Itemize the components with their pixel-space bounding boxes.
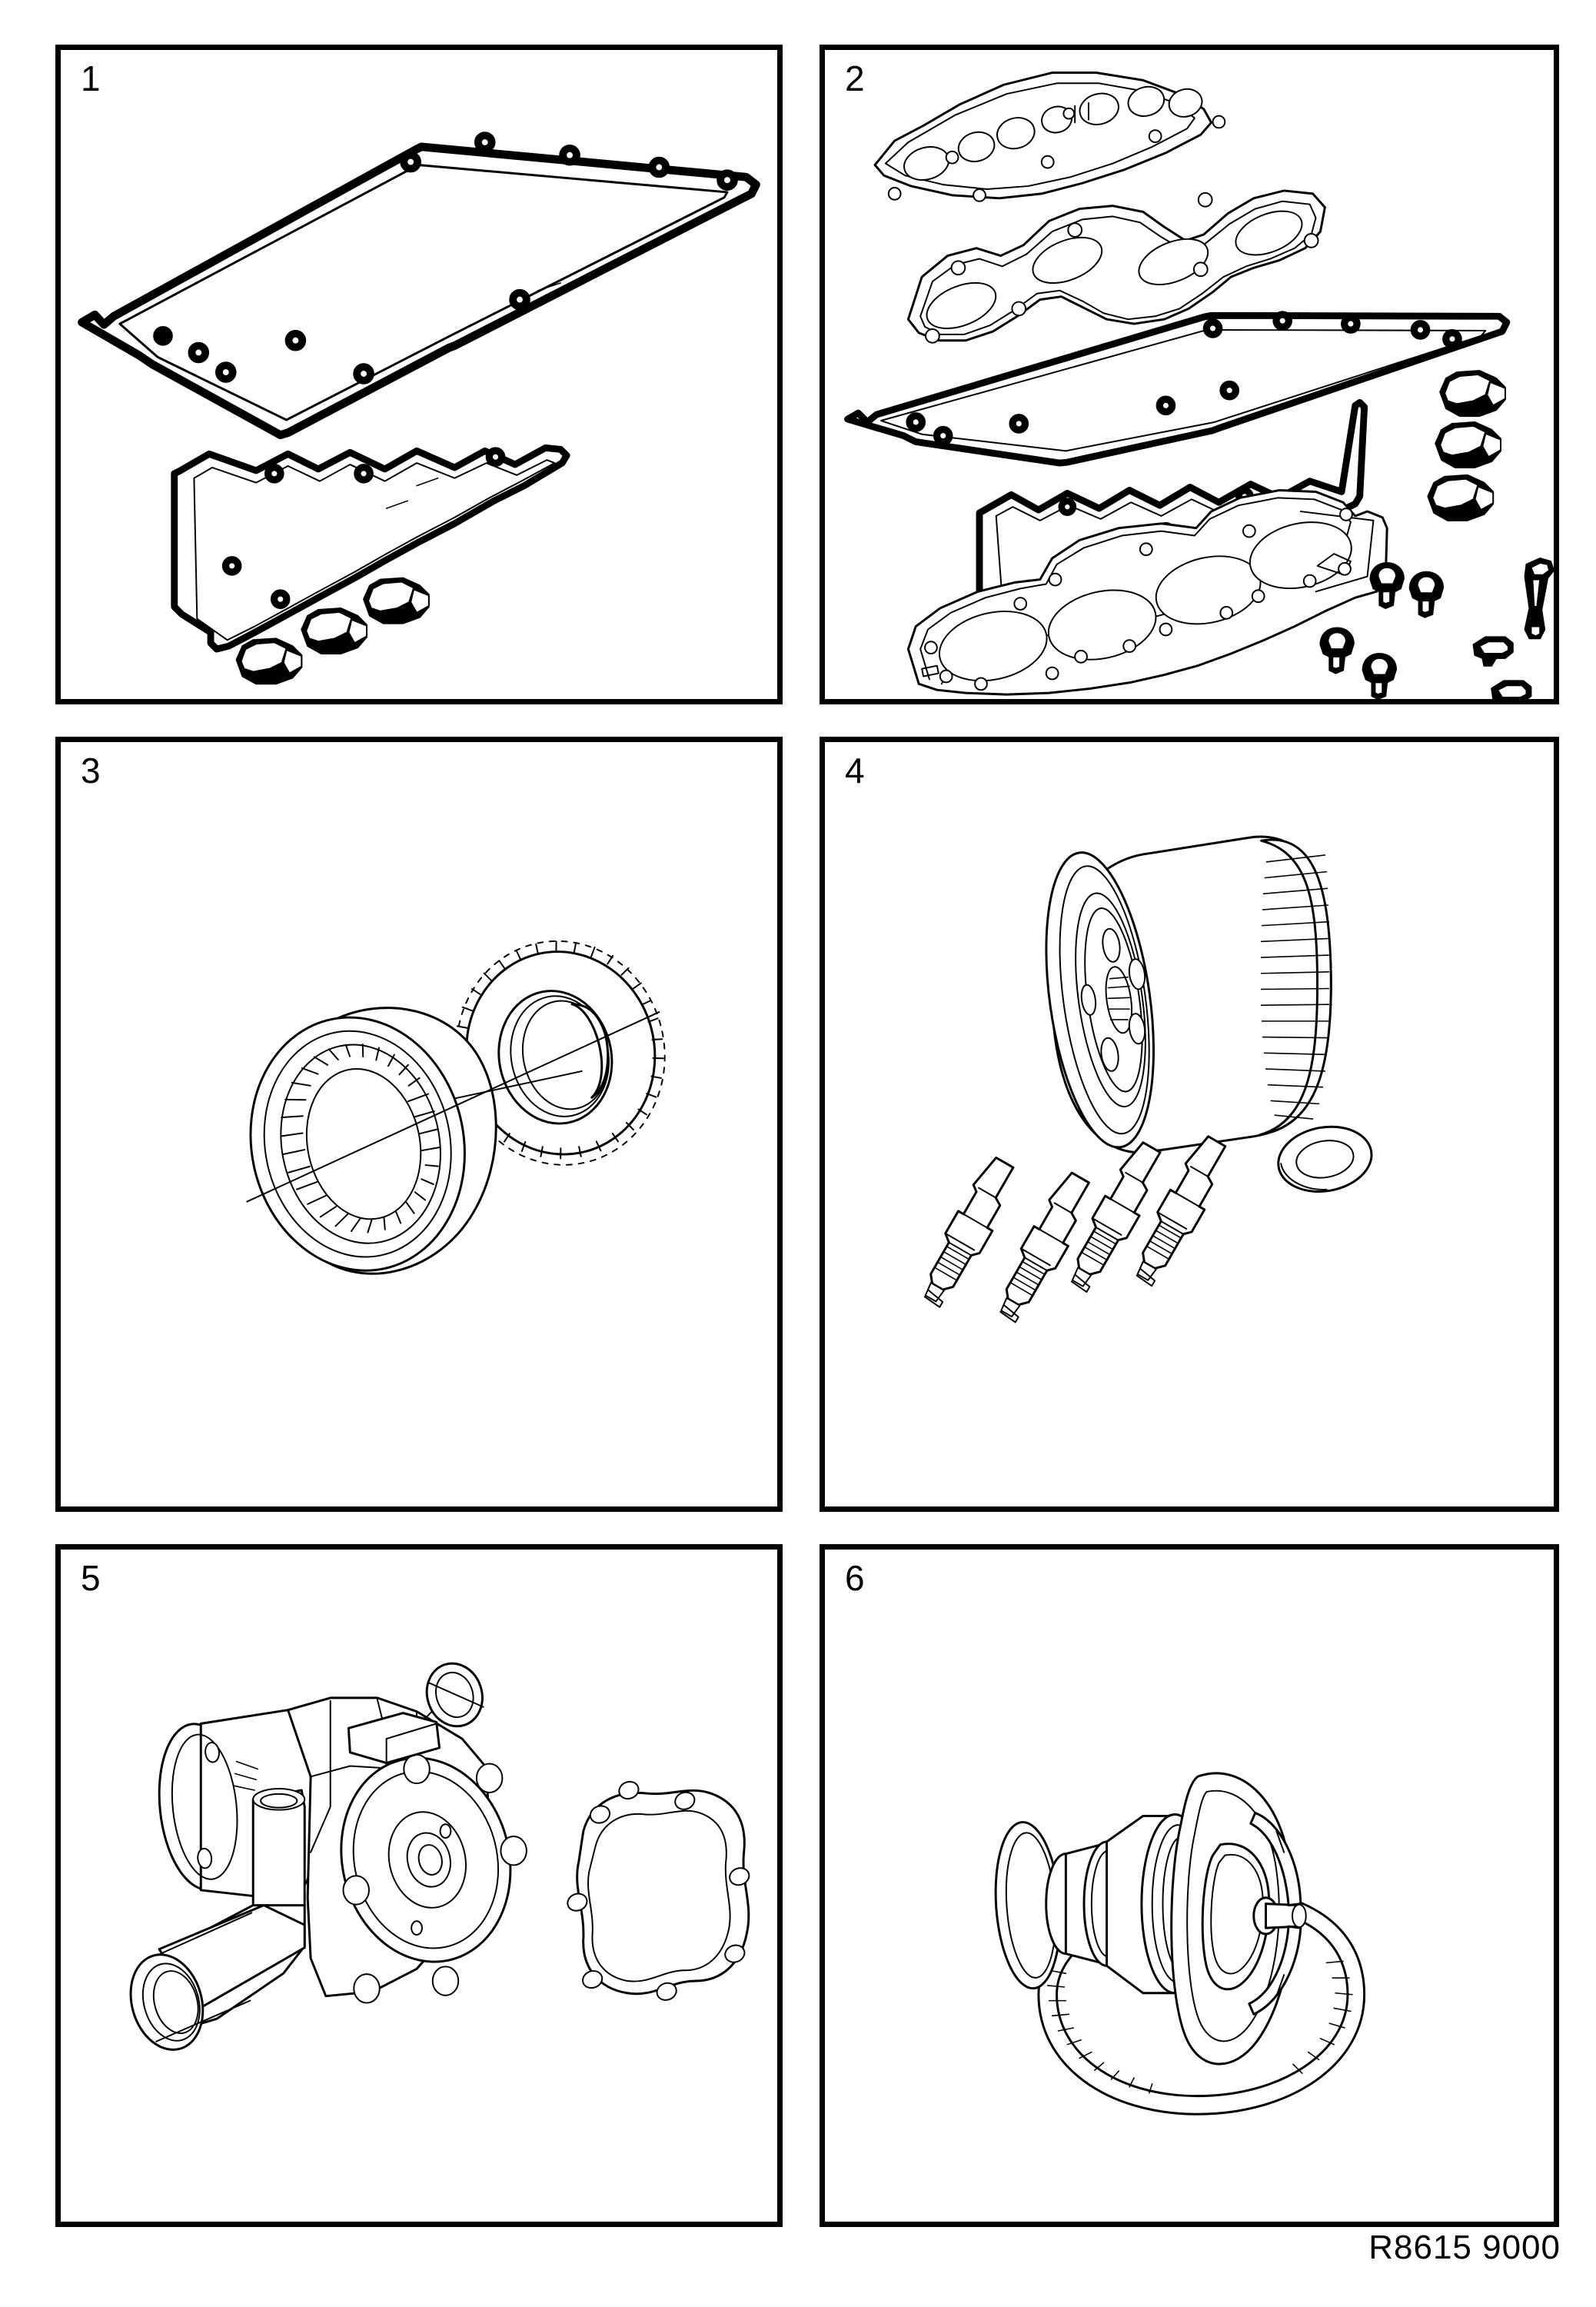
panel-3-artwork (61, 742, 777, 1506)
panel-number-6: 6 (845, 1558, 865, 1598)
panel-number-4: 4 (845, 751, 865, 791)
water-pump-housing (129, 1696, 527, 2051)
exhaust-manifold-gasket (906, 189, 1326, 344)
o-ring-leader-line (427, 1682, 484, 1708)
panel-2-artwork (825, 50, 1554, 699)
synchroniser-hub-sleeve (249, 1007, 497, 1275)
gear-wheel (454, 940, 666, 1166)
inlet-manifold-gasket (873, 72, 1226, 202)
cylinder-head-gasket (906, 489, 1388, 696)
rocker-cover-gasket-illustration (78, 131, 760, 440)
panel-number-5: 5 (81, 1558, 101, 1598)
panel-number-1: 1 (81, 58, 101, 98)
panel-1-valve-cover-gasket-set: 1 (55, 45, 783, 704)
panel-3-synchroniser-hub-and-gear: 3 (55, 737, 783, 1512)
panel-6-artwork (825, 1550, 1554, 2222)
water-pump-gasket (567, 1780, 750, 2001)
panel-4-artwork (825, 742, 1554, 1506)
panel-2-complete-engine-gasket-set: 2 (820, 45, 1559, 704)
panel-number-2: 2 (845, 58, 865, 98)
valve-stem-seals-and-fasteners (1319, 558, 1554, 699)
camshaft-cover-gasket-illustration (171, 444, 570, 653)
o-ring-seal (391, 1662, 484, 1753)
panel-5-artwork (61, 1550, 777, 2222)
panel-number-3: 3 (81, 751, 101, 791)
thermostat-assembly (994, 1772, 1307, 2066)
panel-4-oil-filter-and-spark-plugs: 4 (820, 737, 1559, 1512)
panel-6-thermostat-and-seal: 6 (820, 1544, 1559, 2227)
panel-1-artwork (61, 50, 777, 699)
centre-line-2 (454, 1070, 583, 1100)
panel-5-water-pump-assembly: 5 (55, 1544, 783, 2227)
reference-code: R8615 9000 (1368, 2229, 1561, 2266)
oil-filter-canister (1045, 835, 1332, 1154)
spark-plugs (923, 1135, 1227, 1323)
half-moon-seal-plugs (235, 577, 430, 685)
rocker-cover-gasket (844, 311, 1511, 467)
centre-line (246, 1011, 660, 1203)
sealing-washer (1277, 1125, 1373, 1193)
half-moon-seal-plugs (1427, 370, 1506, 521)
